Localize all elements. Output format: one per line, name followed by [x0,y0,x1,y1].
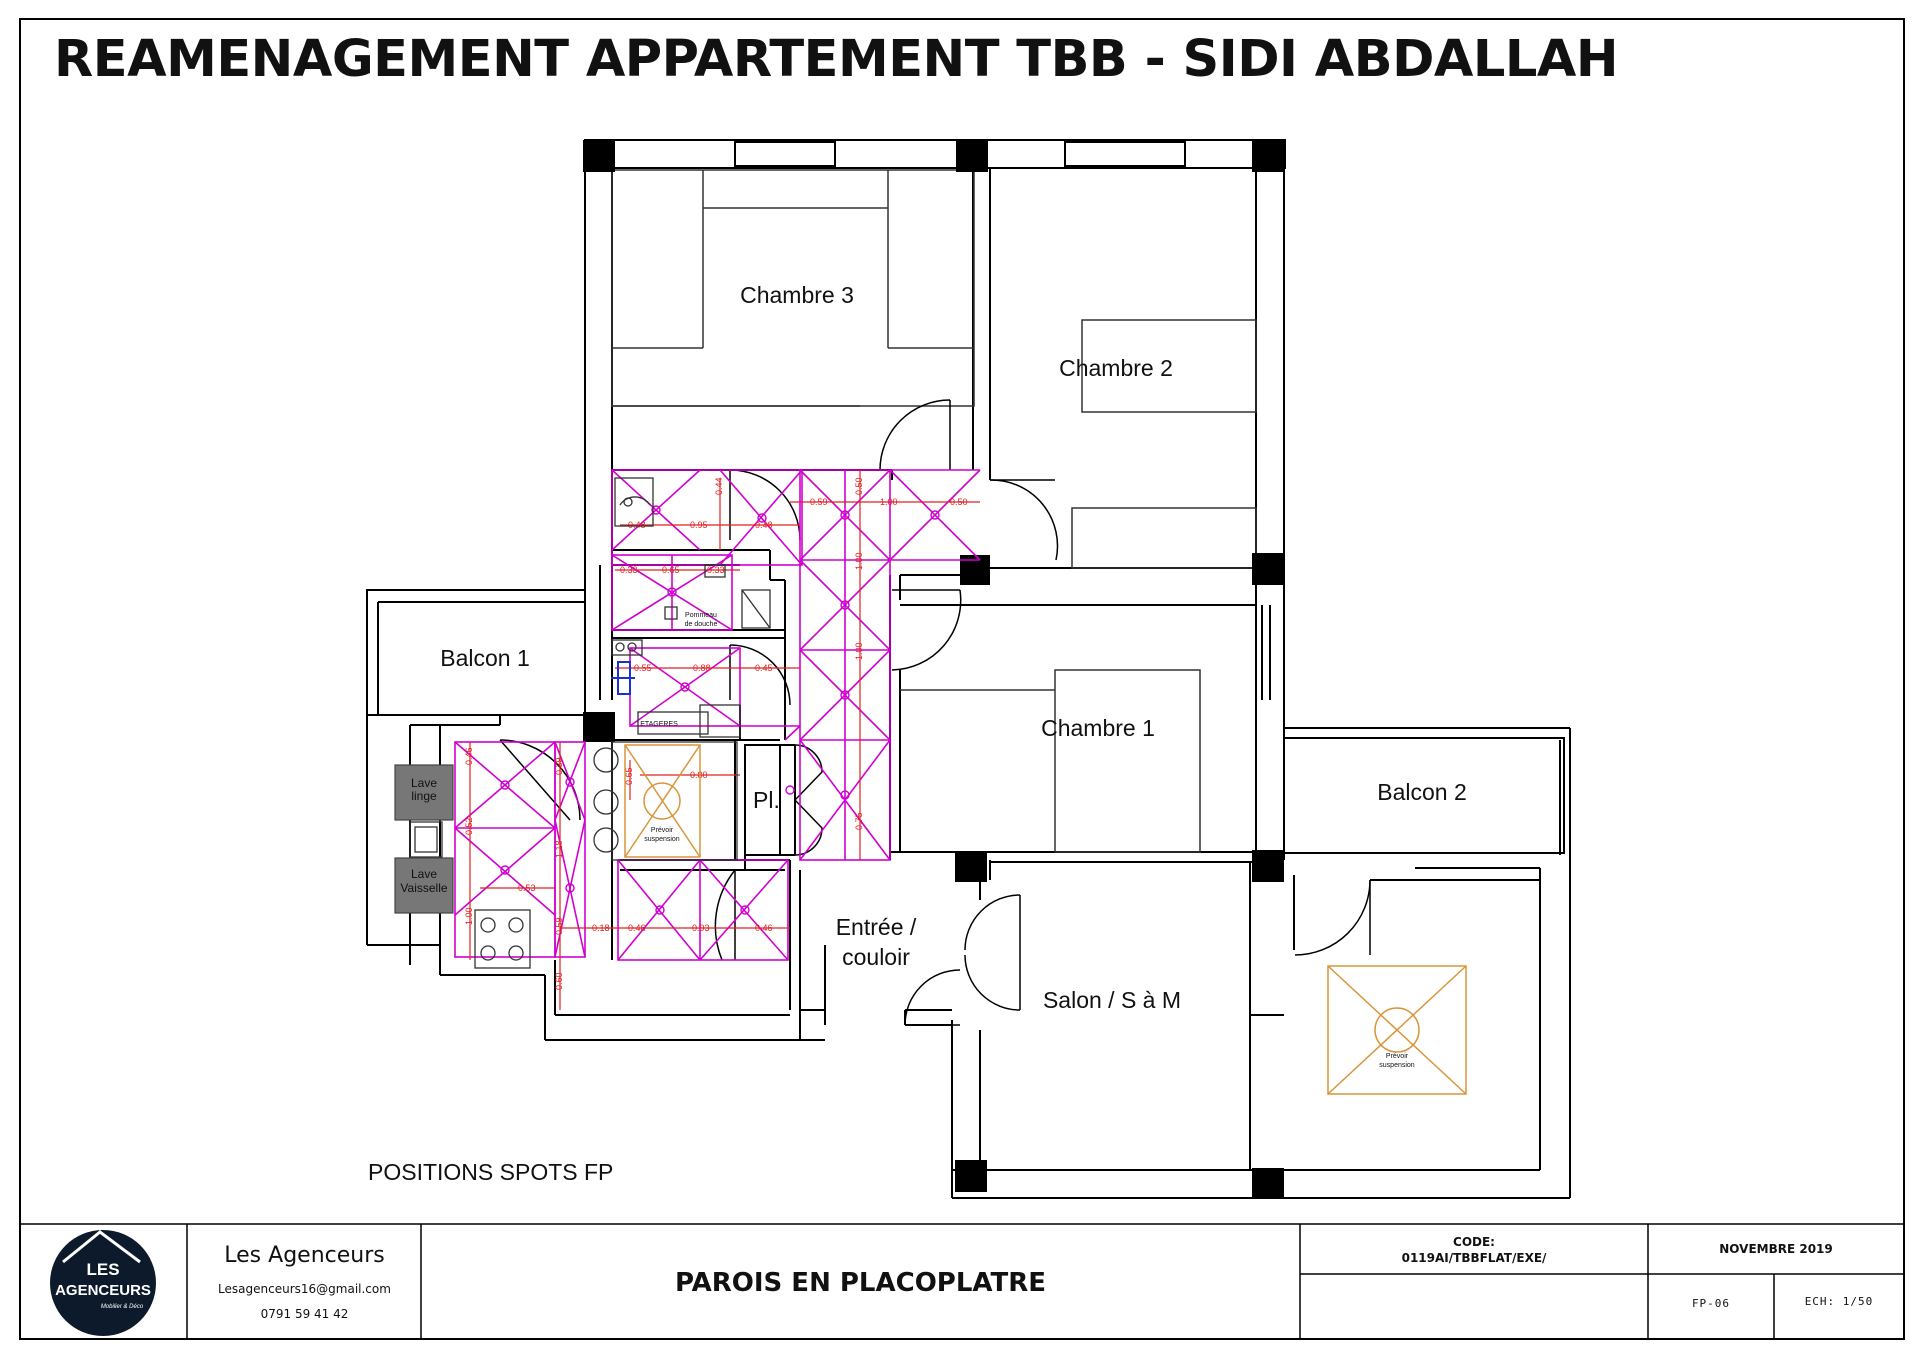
dimension-label: 1.00 [880,497,898,507]
drawing-scale: ECH: 1/50 [1804,1295,1874,1308]
label-prevoir-suspension: suspension [644,836,680,843]
bed-chambre-2 [1071,319,1257,569]
dimension-label: 0.65 [624,767,634,785]
bathroom-fixtures [409,477,771,969]
logo-text: AGENCEURS [55,1282,151,1299]
bed-chambre-1 [900,669,1201,853]
dimension-label: 0.46 [755,923,773,933]
dimension-label: 0.33 [707,565,725,575]
dimension-label: 0.60 [554,972,564,990]
label-etageres: ETAGERES [640,721,678,728]
page-title: REAMENAGEMENT APPARTEMENT TBB - SIDI ABD… [54,30,1619,89]
label-prevoir-suspension: Prévoir [651,827,674,834]
dimension-label: 1.00 [464,907,474,925]
label-lave-vaisselle: Lave [411,867,437,881]
code-value: 0119AI/TBBFLAT/EXE/ [1401,1251,1547,1265]
dimension-label: 0.95 [690,520,708,530]
label-lave-linge: linge [411,789,437,803]
dimension-label: 0.93 [692,923,710,933]
dimension-label: 0.18 [592,923,610,933]
logo-text: LES [86,1260,119,1279]
dimension-label: 0.46 [628,923,646,933]
dimension-lines [469,470,980,1010]
room-label-couloir: couloir [842,944,910,970]
label-lave-linge: Lave [411,776,437,790]
room-label-balcon-1: Balcon 1 [440,645,530,671]
door-swings [499,399,1371,1026]
valve-icon [611,661,635,695]
dimension-label: 1.00 [854,552,864,570]
room-labels: Chambre 3 Chambre 2 Chambre 1 Balcon 1 B… [440,282,1467,1013]
washing-machine [394,764,454,821]
dimension-label: 0.80 [690,770,708,780]
company-phone: 0791 59 41 42 [260,1307,349,1321]
dimension-label: 0.45 [755,663,773,673]
dimension-label: 0.55 [634,663,652,673]
dimension-label: 0.46 [464,747,474,765]
suspension-markers [624,744,1467,1095]
dimension-label: 0.53 [518,883,536,893]
dimension-values: 0.59 1.00 0.50 0.48 0.95 0.48 0.44 0.33 … [464,477,968,990]
room-label-placard: Pl. [753,787,780,813]
sheet-border [19,18,1905,1340]
room-label-chambre-3: Chambre 3 [740,282,854,308]
company-name: Les Agenceurs [224,1243,385,1268]
appliances [394,764,454,914]
drawing-date: NOVEMBRE 2019 [1719,1242,1833,1256]
room-label-chambre-2: Chambre 2 [1059,355,1173,381]
dimension-label: 0.75 [854,812,864,830]
dimension-label: 0.50 [950,497,968,507]
dishwasher [394,857,454,914]
drawing-caption: POSITIONS SPOTS FP [368,1159,613,1185]
room-label-entree: Entrée / [836,914,917,940]
logo-tagline: Mobilier & Déco [101,1304,144,1310]
placo-partitions [454,469,981,961]
sheet-number: FP-06 [1691,1297,1731,1310]
dimension-label: 1.18 [554,840,564,858]
room-label-balcon-2: Balcon 2 [1377,779,1467,805]
code-label: CODE: [1453,1235,1495,1249]
room-label-chambre-1: Chambre 1 [1041,715,1155,741]
company-email: Lesagenceurs16@gmail.com [218,1282,391,1296]
dimension-label: 0.39 [554,757,564,775]
dimension-label: 0.88 [693,663,711,673]
label-prevoir-suspension: Prévoir [1386,1053,1409,1060]
company-logo: LES AGENCEURS Mobilier & Déco [50,1230,156,1336]
label-prevoir-suspension: suspension [1379,1062,1415,1069]
title-block [19,1223,1905,1340]
room-label-salon: Salon / S à M [1043,987,1181,1013]
label-lave-vaisselle: Vaisselle [400,881,447,895]
dimension-label: 0.65 [662,565,680,575]
walls [366,139,1571,1199]
dimension-label: 0.50 [854,477,864,495]
label-pommeau: Pommeau [685,612,717,619]
dimension-label: 0.59 [554,917,564,935]
dimension-label: 0.59 [810,497,828,507]
dimension-label: 0.48 [755,520,773,530]
fixture-labels: Lave linge Lave Vaisselle Pommeau de dou… [400,612,1414,1069]
spot-markers [500,505,940,915]
dimension-label: 0.48 [628,520,646,530]
dimension-label: 1.00 [854,642,864,660]
label-pommeau: de douche [685,621,718,628]
drawing-title: PAROIS EN PLACOPLATRE [674,1268,1047,1298]
dimension-label: 0.33 [620,565,638,575]
bed-chambre-3 [611,169,975,407]
dimension-label: 0.44 [714,477,724,495]
dimension-label: 0.52 [464,817,474,835]
